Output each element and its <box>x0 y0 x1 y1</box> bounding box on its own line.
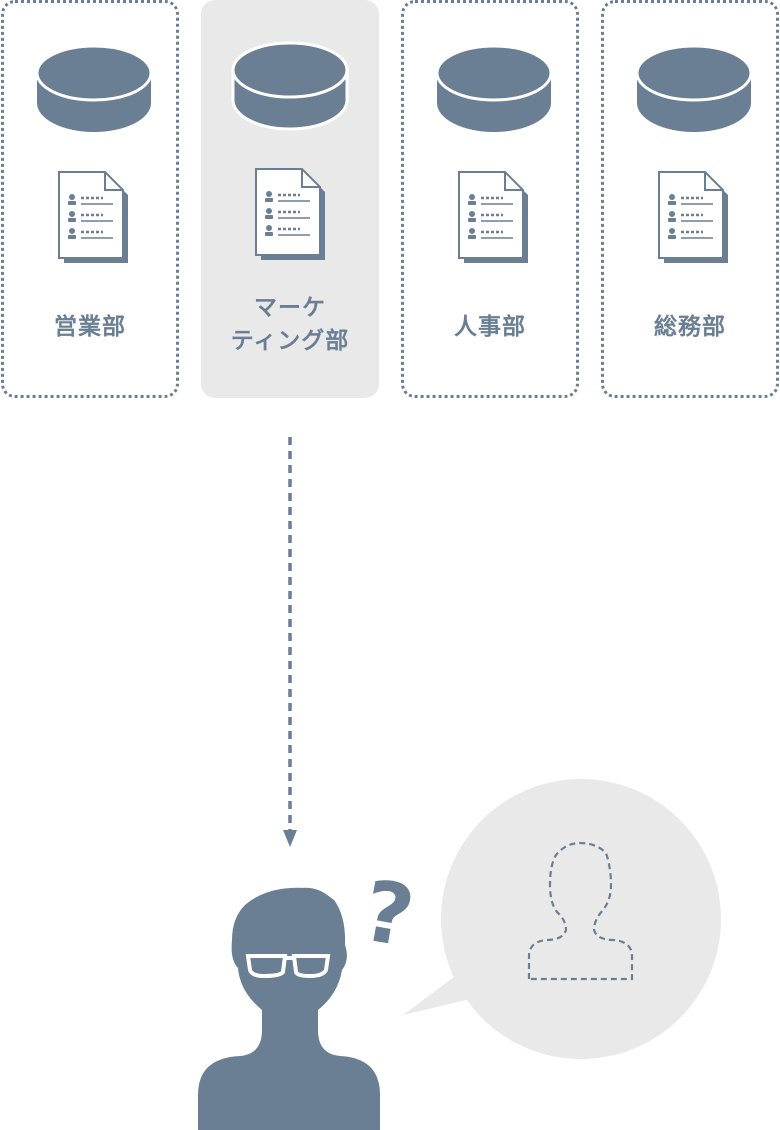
department-label-hr: 人事部 <box>454 314 526 340</box>
database-icon <box>35 44 153 132</box>
arrow-head-icon <box>283 830 297 847</box>
department-label-sales: 営業部 <box>54 314 126 340</box>
database-icon <box>435 44 553 132</box>
database-icon <box>231 41 349 131</box>
question-mark: ? <box>356 861 421 966</box>
thought-bubble <box>403 779 721 1059</box>
department-label-marketing: マーケ ティング部 <box>230 295 350 354</box>
glasses-icon <box>245 954 331 979</box>
database-icon <box>635 44 753 132</box>
user-with-glasses-icon <box>198 887 380 1130</box>
department-label-general-affairs: 総務部 <box>654 314 726 340</box>
unknown-person-icon <box>527 841 634 981</box>
